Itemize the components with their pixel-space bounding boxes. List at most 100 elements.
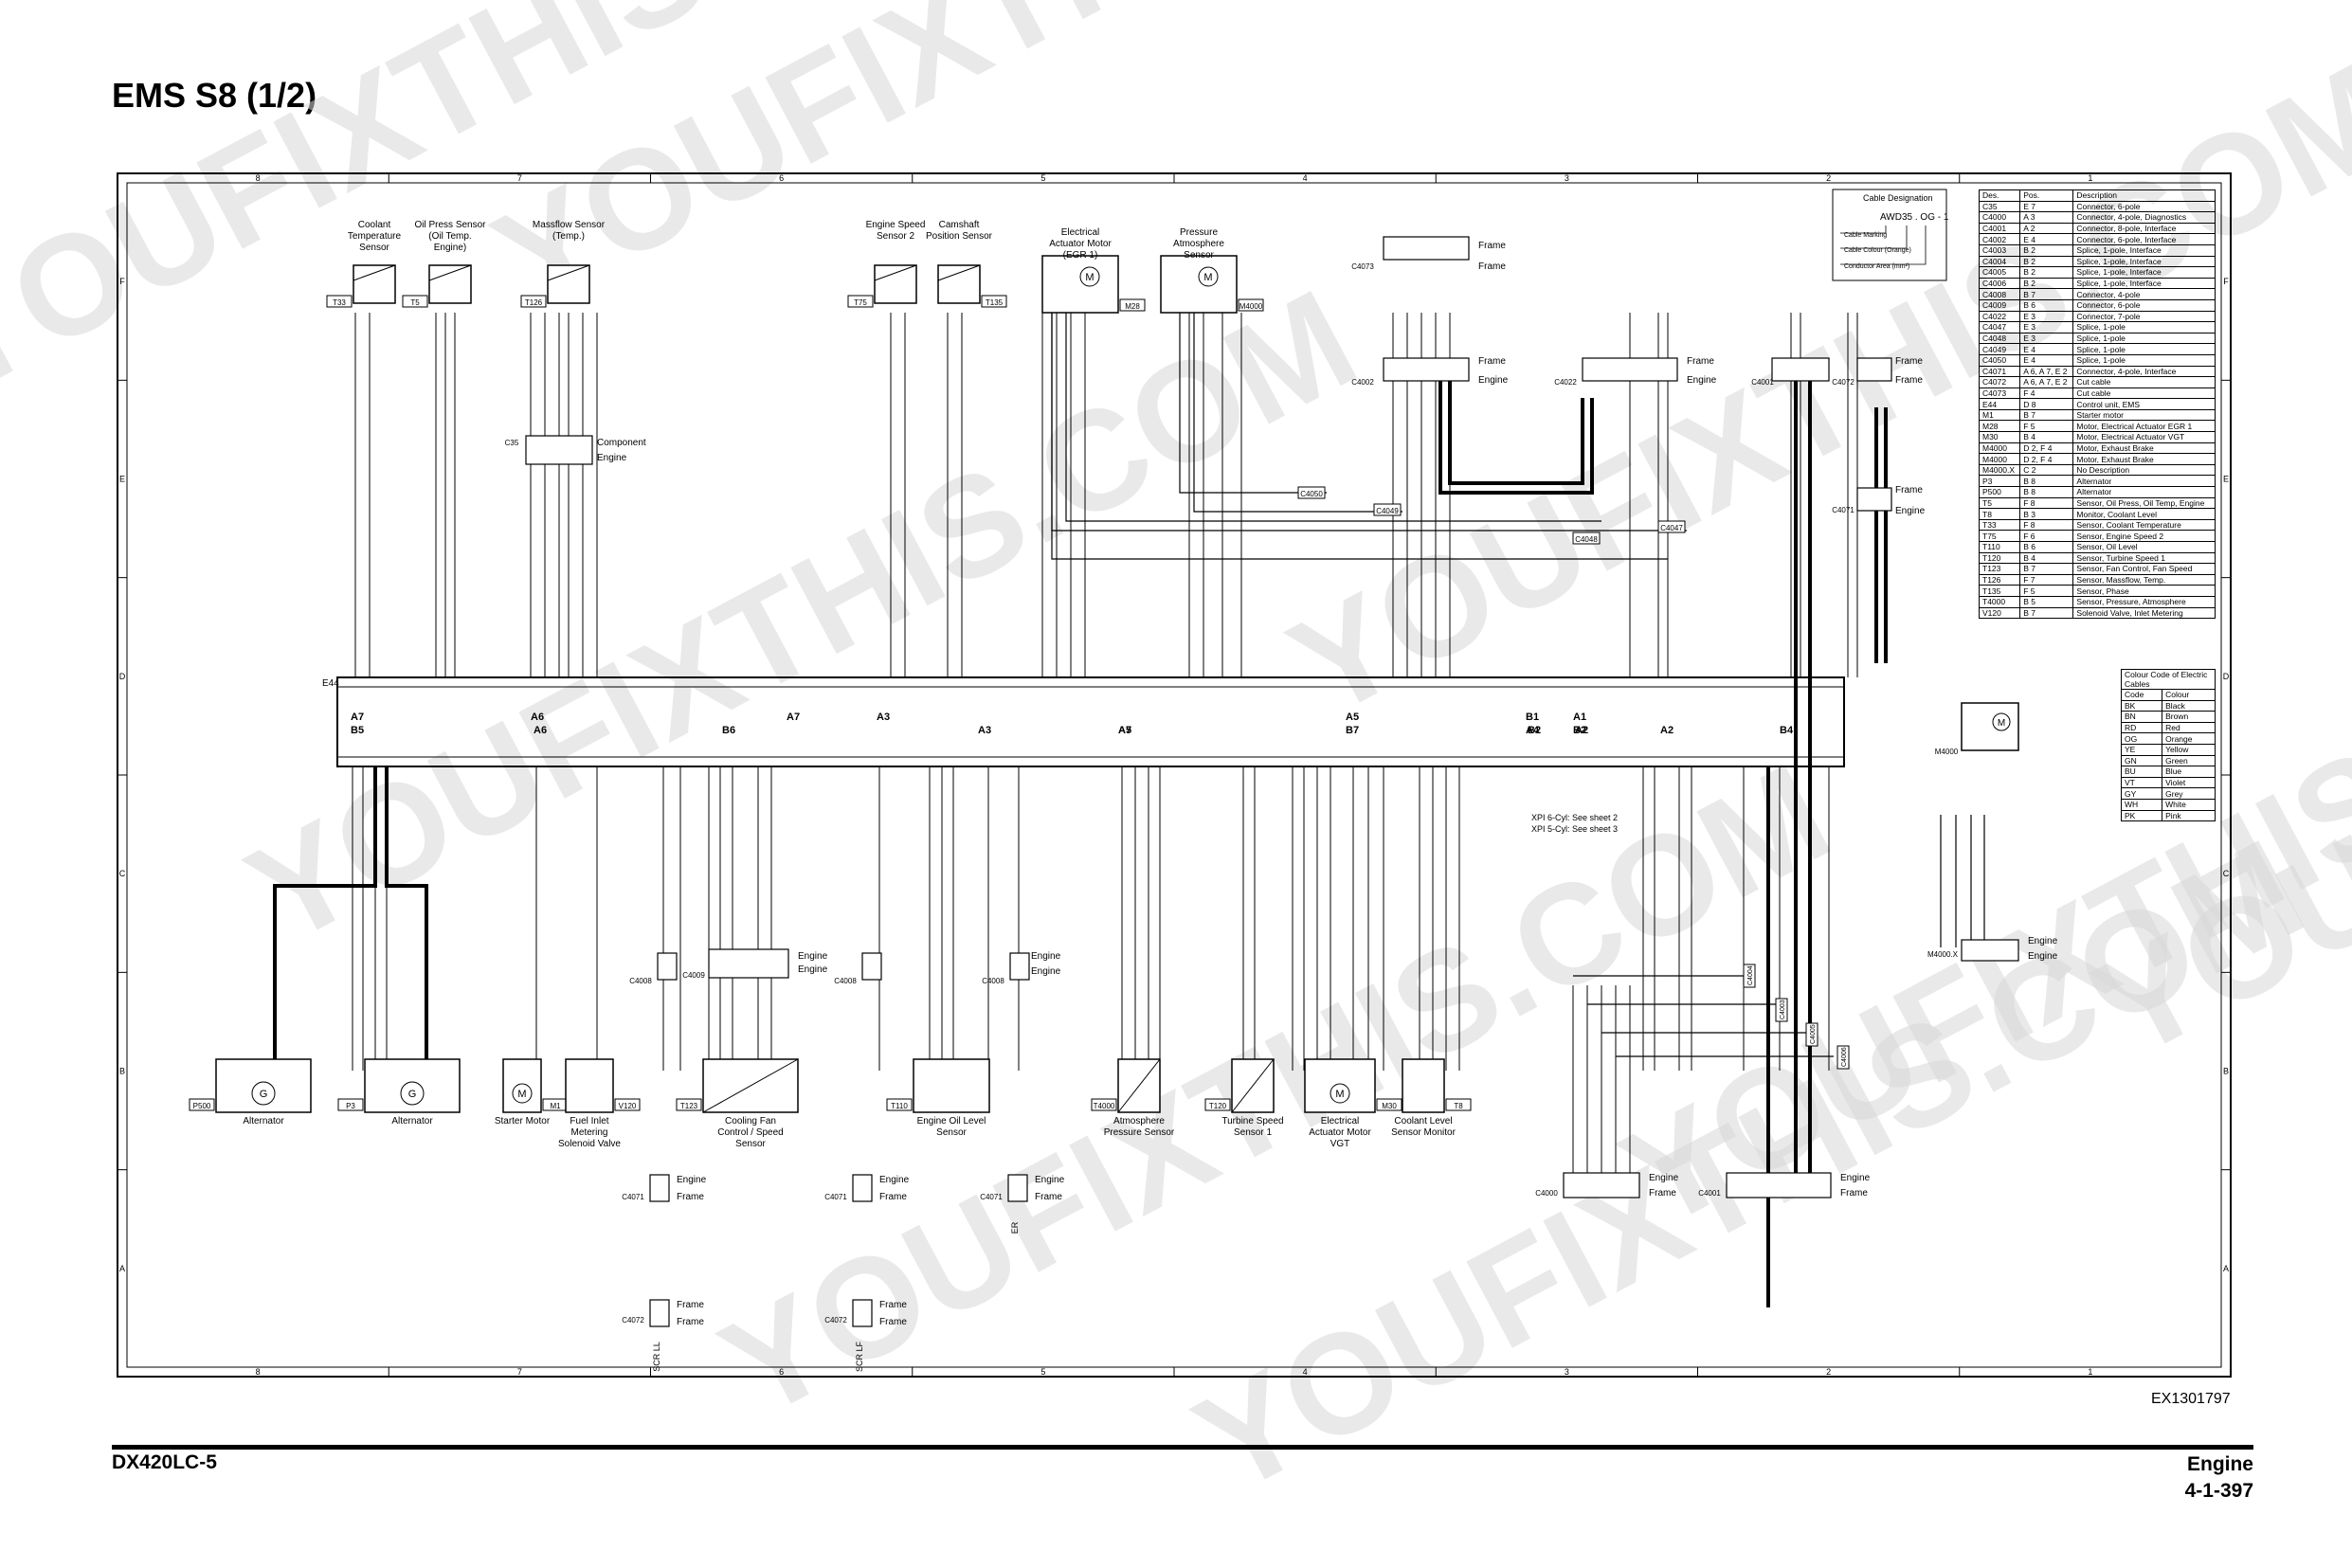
alternator1-label: Alternator [243, 1116, 284, 1126]
cable-designation-example: AWD35 . OG - 1 [1880, 212, 1949, 223]
grid-column-label: 1 [2088, 173, 2092, 183]
frame-label: Frame [1478, 241, 1506, 251]
c4001-label: C4001 [1751, 378, 1774, 387]
grid-row-label: C [2223, 869, 2230, 878]
starter-symbol: M [517, 1089, 526, 1100]
colour-cell: Blue [2162, 766, 2216, 778]
frame-label: Frame [879, 1317, 907, 1327]
scr-label: SCR LF [855, 1342, 864, 1373]
c4008-label: C4008 [982, 977, 1004, 985]
wire [273, 766, 377, 1061]
grid-column-label: 7 [517, 173, 522, 183]
engine-label: Engine [798, 964, 828, 975]
engine_speed2-label: Sensor 2 [877, 231, 914, 242]
legend-cell: E 4 [2019, 353, 2074, 367]
legend-cell: Solenoid Valve, Inlet Metering [2072, 606, 2216, 620]
legend-cell: C4073 [1978, 387, 2021, 400]
atm_press-label: Pressure Sensor [1104, 1127, 1175, 1138]
egr_motor-label: Actuator Motor [1049, 239, 1112, 249]
ecu-group-label: A7 [1118, 725, 1131, 736]
grid-column-label: 6 [779, 1367, 784, 1377]
c4071-label: C4071 [622, 1193, 644, 1201]
ecu-group-label: A2 [1660, 725, 1674, 736]
oil_level-ref: T110 [891, 1102, 908, 1110]
legend-cell: A 2 [2019, 222, 2074, 235]
turbine_speed-ref-box [1204, 1098, 1231, 1111]
connector-c35 [525, 435, 593, 465]
legend-cell: Motor, Exhaust Brake [2072, 442, 2216, 455]
vgt_motor-ref: M30 [1382, 1102, 1397, 1110]
frame-label: Frame [1649, 1188, 1676, 1199]
legend-cell: C4049 [1978, 343, 2021, 355]
cable-designation-box: Cable Designation AWD35 . OG - 1 Cable M… [1832, 189, 1949, 281]
splice-c4005 [1805, 1022, 1818, 1047]
fuel_inlet-ref-box [614, 1098, 641, 1111]
connector-c4009 [708, 948, 789, 979]
legend-cell: B 3 [2019, 508, 2074, 520]
fuel_inlet-ref: V120 [619, 1102, 637, 1110]
scr-label: SCR LL [652, 1342, 661, 1372]
xpi-note-5cyl: XPI 5-Cyl: See sheet 3 [1531, 824, 1618, 834]
ecu-group-label: A6 [534, 725, 547, 736]
starter-label: Starter Motor [495, 1116, 551, 1126]
oil_press-sensor [428, 264, 472, 304]
legend-cell: T135 [1978, 585, 2021, 597]
engine-label: Engine [798, 951, 828, 962]
c4004-label: C4004 [1747, 965, 1754, 985]
legend-cell: Connector, 7-pole [2072, 310, 2216, 323]
engine-label: Engine [879, 1175, 910, 1185]
grid-row-label: B [119, 1067, 125, 1076]
legend-cell: C4004 [1978, 255, 2021, 268]
cooling_fan-ref: T123 [680, 1102, 698, 1110]
splice-c4049 [1373, 503, 1402, 516]
massflow-label: (Temp.) [552, 231, 585, 242]
fuel_inlet-label: Solenoid Valve [558, 1139, 621, 1149]
legend-cell: A 3 [2019, 211, 2074, 224]
coolant_temp-label: Coolant [358, 220, 391, 230]
coolant_temp-ref: T33 [333, 298, 346, 307]
turbine_speed-label: Sensor 1 [1234, 1127, 1272, 1138]
grid-column-label: 8 [256, 1367, 261, 1377]
splice-c4003 [1775, 998, 1788, 1022]
legend-cell: F 4 [2019, 387, 2074, 400]
legend-cell: C4005 [1978, 266, 2021, 279]
egr_motor-ref: M28 [1125, 302, 1140, 311]
ecu-group-label: A4 [1526, 725, 1540, 736]
connector-c4072-bottom [852, 1299, 873, 1327]
c4072-label: C4072 [622, 1316, 644, 1325]
colour-cell: PK [2120, 809, 2163, 822]
grid-column-label: 3 [1565, 173, 1569, 183]
legend-cell: C4048 [1978, 332, 2021, 345]
grid-row-label: E [2223, 475, 2229, 484]
ecu-group-label: A1 [1573, 712, 1586, 723]
frame-label: Frame [1478, 261, 1506, 272]
watermark-text: YOUFIXTHIS.COM [224, 260, 1379, 975]
engine-label: Engine [2028, 951, 2058, 962]
frame-label: Frame [1895, 375, 1923, 386]
legend-cell: Alternator [2072, 475, 2216, 488]
legend-cell: C4001 [1978, 222, 2021, 235]
legend-cell: F 5 [2019, 585, 2074, 597]
page-number: 4-1-397 [2184, 1480, 2253, 1502]
legend-cell: T120 [1978, 551, 2021, 565]
egr_motor-ref-box [1119, 298, 1146, 312]
legend-cell: Connector, 6-pole [2072, 298, 2216, 312]
alternator1-symbol: G [260, 1089, 268, 1100]
atm_press_top-ref-box [1238, 298, 1264, 312]
frame-label: Frame [1895, 485, 1923, 496]
er-label: ER [1010, 1221, 1020, 1234]
legend-cell: B 6 [2019, 298, 2074, 312]
connector-c4008b [861, 952, 882, 981]
